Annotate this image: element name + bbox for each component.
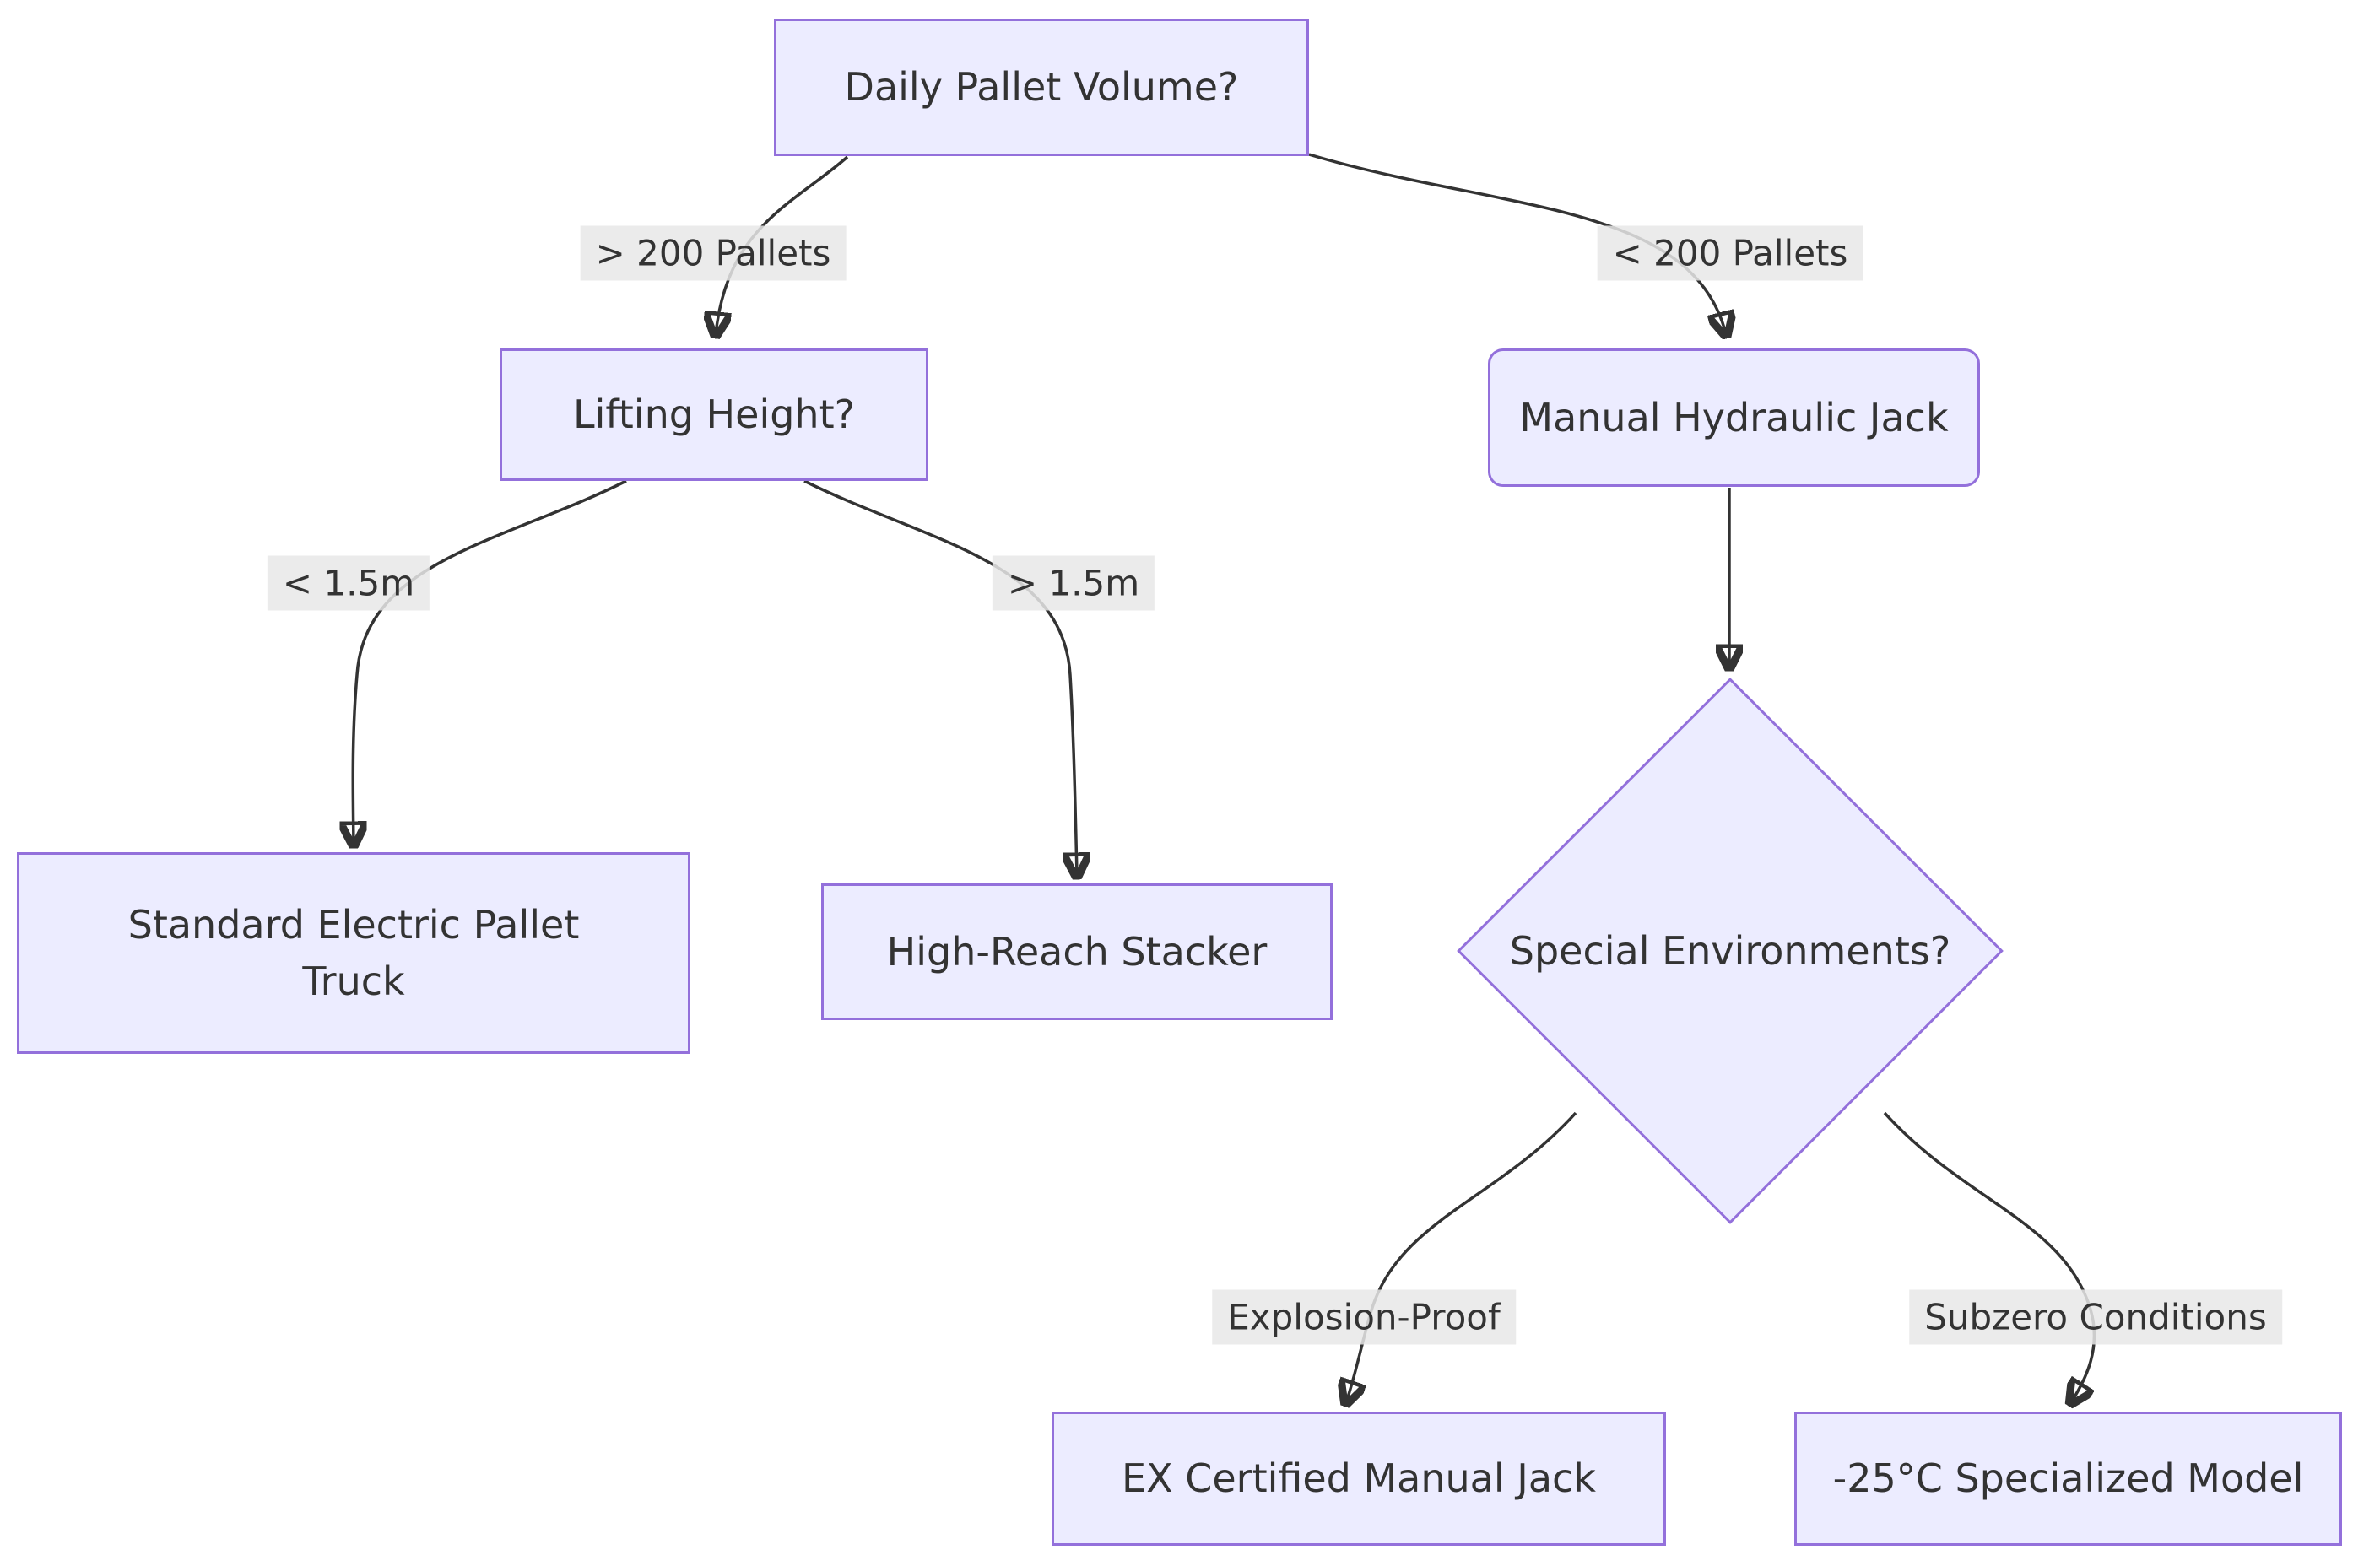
node-special-environments: Special Environments? — [1457, 678, 2004, 1224]
node-label: Daily Pallet Volume? — [844, 64, 1239, 111]
node-label: -25°C Specialized Model — [1832, 1455, 2304, 1502]
edge-special-to-subzero — [1883, 1111, 2096, 1402]
edge-special-to-ex — [1346, 1111, 1577, 1402]
node-label: Standard Electric Pallet Truck — [127, 901, 580, 1004]
node-label: Manual Hydraulic Jack — [1519, 394, 1949, 440]
node-ex-certified-manual-jack: EX Certified Manual Jack — [1052, 1412, 1666, 1546]
node-lifting-height: Lifting Height? — [500, 348, 928, 481]
edge-volume-to-height — [716, 155, 849, 334]
node-label: High-Reach Stacker — [886, 928, 1268, 975]
node-manual-hydraulic-jack: Manual Hydraulic Jack — [1488, 348, 1980, 487]
edge-label-lt-200-pallets: < 200 Pallets — [1597, 225, 1863, 281]
edge-label-gt-200-pallets: > 200 Pallets — [580, 225, 847, 281]
edge-volume-to-manual — [1308, 153, 1726, 334]
node-label: EX Certified Manual Jack — [1122, 1455, 1596, 1502]
edge-label-subzero-conditions: Subzero Conditions — [1909, 1289, 2282, 1345]
edge-label-lt-1-5m: < 1.5m — [267, 555, 430, 611]
edge-height-to-standard — [353, 479, 627, 844]
edge-height-to-stacker — [803, 479, 1077, 875]
edge-label-gt-1-5m: > 1.5m — [992, 555, 1155, 611]
edge-label-explosion-proof: Explosion-Proof — [1212, 1289, 1516, 1345]
node-high-reach-stacker: High-Reach Stacker — [821, 883, 1333, 1020]
node-standard-electric-pallet-truck: Standard Electric Pallet Truck — [17, 852, 690, 1054]
node-daily-pallet-volume: Daily Pallet Volume? — [774, 19, 1309, 156]
node-label: Special Environments? — [1509, 927, 1951, 974]
node-label: Lifting Height? — [572, 392, 856, 438]
node-subzero-specialized-model: -25°C Specialized Model — [1794, 1412, 2342, 1546]
